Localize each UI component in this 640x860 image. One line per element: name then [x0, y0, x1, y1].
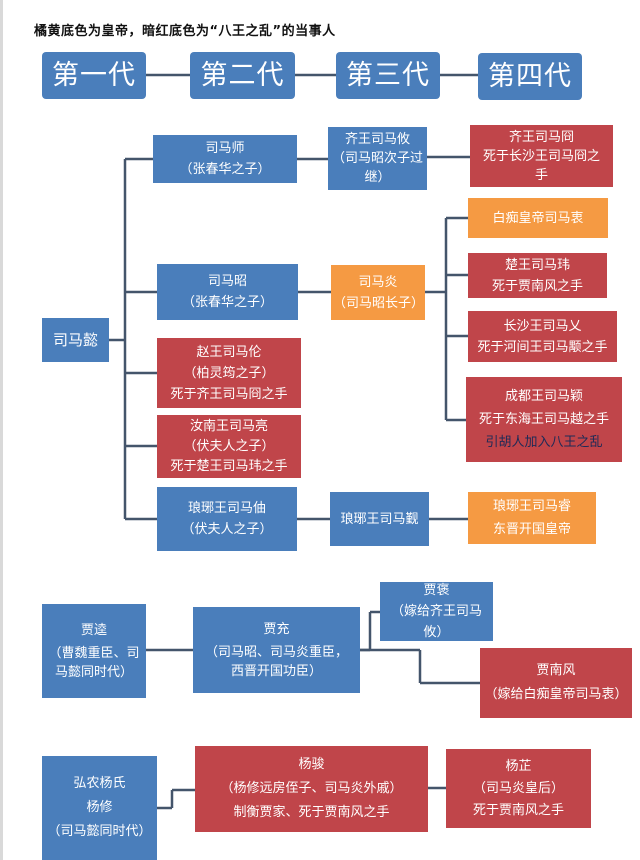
node-fate: 死于河间王司马颙之手 — [477, 339, 608, 355]
node-yang-jun: 杨骏 （杨修远房侄子、司马炎外戚） 制衡贾家、死于贾南风之手 — [195, 746, 428, 832]
node-jia-nanfeng: 贾南风 （嫁给白痴皇帝司马衷） — [480, 648, 632, 718]
node-note: （曹魏重臣、司 — [48, 645, 140, 661]
node-note: （柏灵筠之子） — [183, 365, 275, 381]
node-note: （司马懿同时代） — [47, 824, 152, 839]
node-fate: 死于齐王司马冏之手 — [170, 386, 288, 402]
node-name: 成都王司马颖 — [504, 389, 583, 404]
node-yang-xiu: 弘农杨氏 杨修 （司马懿同时代） — [42, 756, 157, 860]
node-jia-chong: 贾充 （司马昭、司马炎重臣， 西晋开国功臣） — [193, 607, 360, 693]
node-sima-jiong: 齐王司马冏 死于长沙王司马冏之 手 — [470, 125, 613, 187]
node-note: 西晋开国功臣） — [230, 663, 322, 679]
node-note: （司马昭长子） — [333, 295, 425, 311]
node-note: 东晋开国皇帝 — [492, 522, 571, 537]
generation-label: 第一代 — [52, 60, 136, 91]
node-sima-shi: 司马师 （张春华之子） — [153, 135, 297, 183]
node-fate: 手 — [534, 167, 548, 183]
node-name: 杨骏 — [298, 757, 325, 772]
node-jia-kui: 贾逵 （曹魏重臣、司 马懿同时代） — [42, 604, 146, 698]
node-name: 司马懿 — [52, 330, 98, 349]
node-sima-ying: 成都王司马颖 死于东海王司马越之手 引胡人加入八王之乱 — [466, 377, 622, 462]
node-name: 齐王司马攸 — [344, 132, 410, 147]
node-name: 司马师 — [205, 141, 245, 156]
node-sima-lun: 赵王司马伦 （柏灵筠之子） 死于齐王司马冏之手 — [157, 338, 301, 408]
node-sima-yi-changsha: 长沙王司马乂 死于河间王司马颙之手 — [468, 311, 617, 362]
node-name: 赵王司马伦 — [196, 344, 262, 360]
generation-label: 第三代 — [346, 60, 430, 91]
node-sima-you: 齐王司马攸 （司马昭次子过 继） — [328, 127, 427, 190]
node-sima-zhao: 司马昭 （张春华之子） — [157, 264, 298, 320]
node-note: 引胡人加入八王之乱 — [485, 435, 603, 450]
node-name: 杨芷 — [505, 758, 532, 774]
legend-title: 橘黄底色为皇帝，暗红底色为“八王之乱”的当事人 — [34, 24, 336, 39]
node-name: 司马昭 — [207, 274, 247, 289]
node-note: 马懿同时代） — [54, 664, 133, 680]
node-name: 齐王司马冏 — [508, 129, 574, 145]
node-sima-yan: 司马炎 （司马昭长子） — [331, 265, 425, 320]
node-note: （嫁给齐王司马攸） — [390, 604, 482, 640]
generation-2-header: 第二代 — [190, 52, 295, 99]
node-note: （伏夫人之子） — [183, 438, 275, 454]
node-fate: 死于楚王司马玮之手 — [170, 458, 288, 474]
node-note: （嫁给白痴皇帝司马衷） — [484, 687, 628, 702]
node-name: 琅琊王司马伷 — [187, 501, 266, 516]
node-clan: 弘农杨氏 — [73, 776, 126, 791]
node-fate: 死于贾南风之手 — [472, 802, 564, 818]
node-sima-jin: 琅琊王司马觐 — [330, 492, 429, 546]
node-name: 长沙王司马乂 — [503, 318, 582, 334]
node-note: （杨修远房侄子、司马炎外戚） — [220, 781, 403, 796]
node-name: 贾南风 — [536, 663, 576, 678]
page-border — [0, 0, 3, 860]
node-note: （司马炎皇后） — [472, 780, 564, 796]
node-note: （司马昭次子过 — [331, 151, 423, 166]
node-name: 白痴皇帝司马衷 — [492, 210, 584, 226]
node-jia-bao: 贾褒 （嫁给齐王司马攸） — [380, 582, 493, 641]
generation-4-header: 第四代 — [478, 53, 582, 100]
node-name: 贾逵 — [80, 622, 107, 638]
node-name: 楚王司马玮 — [504, 257, 570, 273]
node-fate: 制衡贾家、死于贾南风之手 — [233, 805, 390, 820]
node-note: （张春华之子） — [181, 295, 273, 310]
generation-3-header: 第三代 — [336, 52, 440, 99]
generation-label: 第四代 — [488, 61, 572, 92]
node-sima-zhong: 白痴皇帝司马衷 — [468, 198, 608, 238]
node-note: （司马昭、司马炎重臣， — [204, 644, 348, 660]
node-name: 琅琊王司马睿 — [492, 499, 571, 514]
node-sima-liang: 汝南王司马亮 （伏夫人之子） 死于楚王司马玮之手 — [157, 415, 301, 478]
node-name: 汝南王司马亮 — [189, 418, 268, 434]
node-name: 贾褒 — [423, 583, 450, 598]
node-sima-zhou: 琅琊王司马伷 （伏夫人之子） — [157, 487, 297, 551]
node-sima-yi: 司马懿 — [42, 318, 109, 362]
node-fate: 死于贾南风之手 — [491, 278, 583, 294]
node-note: （张春华之子） — [179, 162, 271, 177]
node-yang-zhi: 杨芷 （司马炎皇后） 死于贾南风之手 — [446, 749, 591, 828]
node-name: 贾充 — [263, 621, 290, 637]
node-fate: 死于东海王司马越之手 — [478, 412, 609, 427]
node-note: 继） — [364, 170, 391, 185]
node-name: 琅琊王司马觐 — [340, 511, 419, 527]
node-sima-wei: 楚王司马玮 死于贾南风之手 — [468, 253, 607, 298]
node-sima-rui: 琅琊王司马睿 东晋开国皇帝 — [468, 492, 596, 544]
node-fate: 死于长沙王司马冏之 — [482, 148, 600, 164]
node-note: （伏夫人之子） — [181, 522, 273, 537]
generation-1-header: 第一代 — [42, 52, 146, 99]
generation-label: 第二代 — [200, 60, 285, 91]
node-name: 杨修 — [86, 800, 113, 815]
node-name: 司马炎 — [358, 274, 398, 290]
